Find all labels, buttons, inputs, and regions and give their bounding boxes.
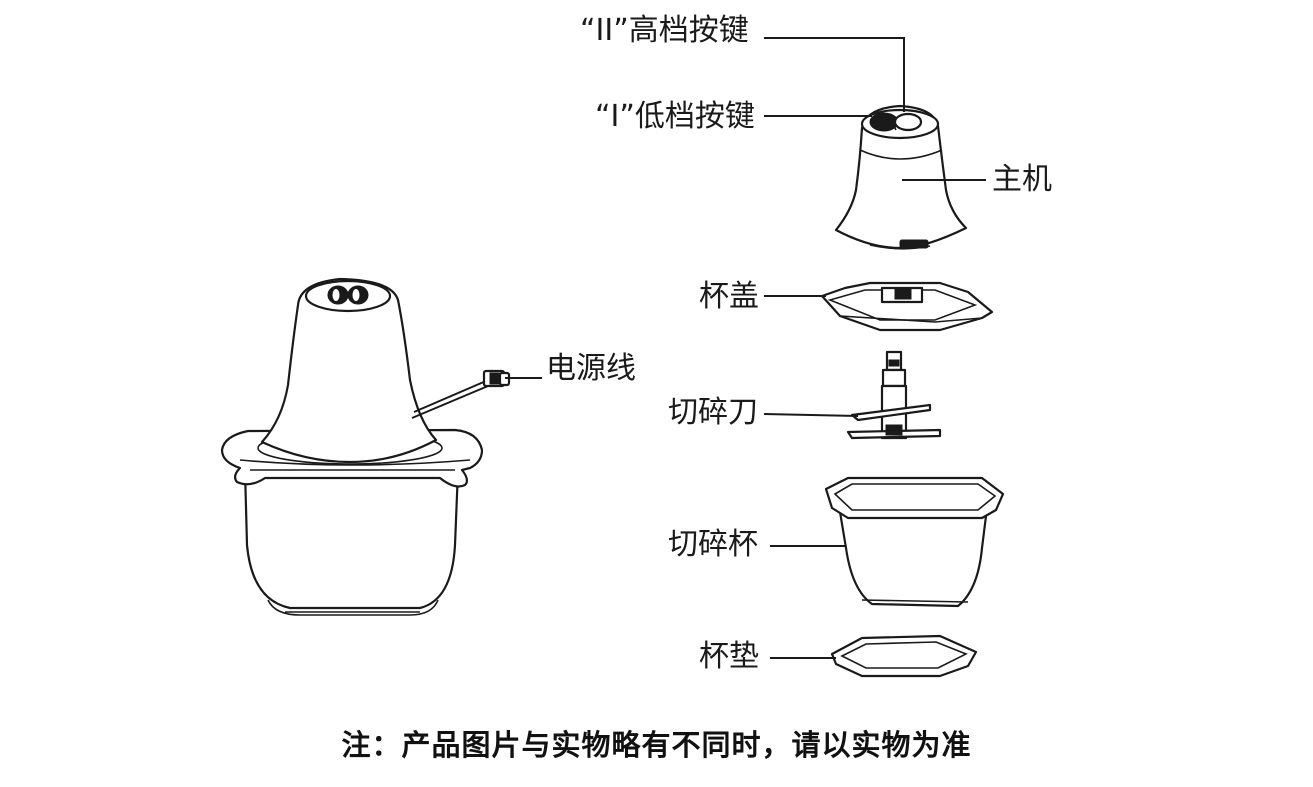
- label-blade: 切碎刀: [668, 395, 758, 430]
- label-cup-pad: 杯垫: [699, 639, 759, 674]
- power-cord: [411, 369, 511, 419]
- main-unit-drawing: [834, 104, 968, 250]
- disclaimer-note: 注：产品图片与实物略有不同时，请以实物为准: [341, 728, 972, 762]
- assembled-motor-body: [260, 277, 438, 464]
- assembled-buttons: [327, 285, 369, 305]
- assembled-chopper: [220, 277, 511, 616]
- assembled-bowl: [243, 468, 460, 610]
- blade-drawing: [846, 350, 942, 440]
- label-high-button: “II”高档按键: [580, 13, 749, 48]
- chopping-cup-drawing: [824, 476, 1005, 608]
- cup-pad-drawing: [830, 634, 978, 678]
- cup-lid-drawing: [820, 281, 994, 332]
- label-main-unit: 主机: [992, 162, 1052, 197]
- label-chopping-cup: 切碎杯: [668, 527, 758, 562]
- leader-lines: [505, 37, 986, 659]
- label-cup-lid: 杯盖: [699, 279, 759, 314]
- main-unit-buttons: [869, 112, 923, 132]
- label-power-cord: 电源线: [546, 351, 636, 386]
- label-low-button: “I”低档按键: [595, 99, 755, 134]
